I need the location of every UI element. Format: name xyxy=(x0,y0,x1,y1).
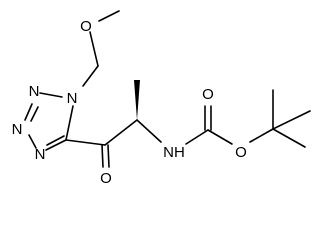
chemical-structure: O N N N N O NH O O xyxy=(12,10,311,187)
atom-o-carbonyl: O xyxy=(202,86,214,103)
atom-nh: NH xyxy=(163,144,185,161)
atom-n2: N xyxy=(29,83,40,100)
bond-alpha-nh xyxy=(136,119,162,143)
bond-nh-carbamate xyxy=(185,129,209,145)
bond-methyl-o xyxy=(98,10,120,22)
atom-n4: N xyxy=(35,146,46,163)
bond-n3-n4 xyxy=(28,134,37,149)
structure-canvas: O N N N N O NH O O xyxy=(11,10,311,187)
bond-n2-n3 xyxy=(24,103,33,121)
stereo-wedge-methyl xyxy=(134,80,140,120)
atom-n1: N xyxy=(67,90,78,107)
bond-n4-c5 xyxy=(45,139,67,151)
bond-n2-n3-double xyxy=(30,106,39,122)
bond-c5-n1 xyxy=(65,105,74,141)
bond-o-quaternary-c xyxy=(249,128,274,143)
atom-n3: N xyxy=(12,121,23,138)
bond-carbamate-o-ester xyxy=(207,129,233,145)
bond-c5-carbonyl xyxy=(65,139,106,146)
bond-ch2-n1 xyxy=(82,65,99,87)
bond-o-ch2 xyxy=(89,31,99,67)
bond-tbutyl-right xyxy=(272,110,311,130)
atom-o-methoxy: O xyxy=(80,18,92,35)
bond-n1-n2 xyxy=(39,92,63,98)
bond-carbonyl-alpha xyxy=(104,119,138,146)
bond-tbutyl-bottom xyxy=(272,128,306,148)
atom-o-ester: O xyxy=(235,144,247,161)
atom-o-ketone: O xyxy=(100,170,112,187)
bond-n4-c5-double xyxy=(46,135,65,146)
bond-ketone-double-b xyxy=(107,144,110,168)
bond-ketone-double-a xyxy=(101,144,104,168)
